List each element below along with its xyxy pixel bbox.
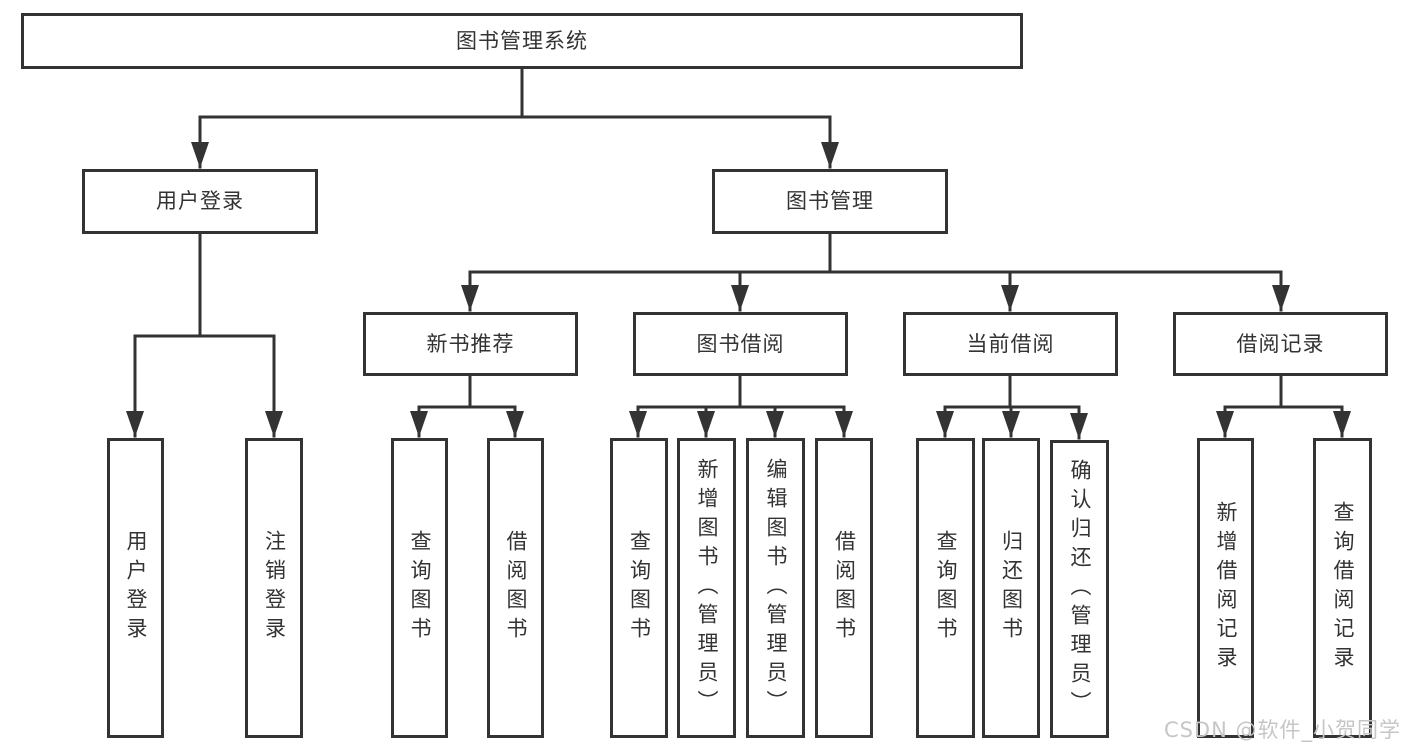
leaf-logout: 注销登录 — [245, 438, 303, 738]
leaf-query-books-recommend: 查询图书 — [391, 438, 448, 738]
node-book-management: 图书管理 — [712, 169, 948, 234]
leaf-borrow-books: 借阅图书 — [815, 438, 873, 738]
leaf-return-books: 归还图书 — [982, 438, 1040, 738]
leaf-confirm-return-admin: 确认归还（管理员） — [1050, 440, 1109, 738]
node-user-login: 用户登录 — [82, 169, 318, 234]
leaf-edit-books-admin: 编辑图书（管理员） — [746, 438, 805, 738]
leaf-user-login: 用户登录 — [107, 438, 164, 738]
leaf-add-borrow-record: 新增借阅记录 — [1197, 438, 1254, 738]
node-book-borrowing: 图书借阅 — [633, 312, 848, 376]
node-current-borrowing: 当前借阅 — [903, 312, 1118, 376]
leaf-query-books-current: 查询图书 — [916, 438, 975, 738]
leaf-query-books-borrowing: 查询图书 — [610, 438, 668, 738]
node-new-book-recommend: 新书推荐 — [363, 312, 578, 376]
node-borrowing-records: 借阅记录 — [1173, 312, 1388, 376]
node-root: 图书管理系统 — [21, 13, 1023, 69]
leaf-query-borrow-record: 查询借阅记录 — [1313, 438, 1372, 738]
csdn-watermark: CSDN @软件_小贺同学 — [1163, 718, 1401, 742]
leaf-add-books-admin: 新增图书（管理员） — [677, 438, 736, 738]
leaf-borrow-books-recommend: 借阅图书 — [487, 438, 544, 738]
